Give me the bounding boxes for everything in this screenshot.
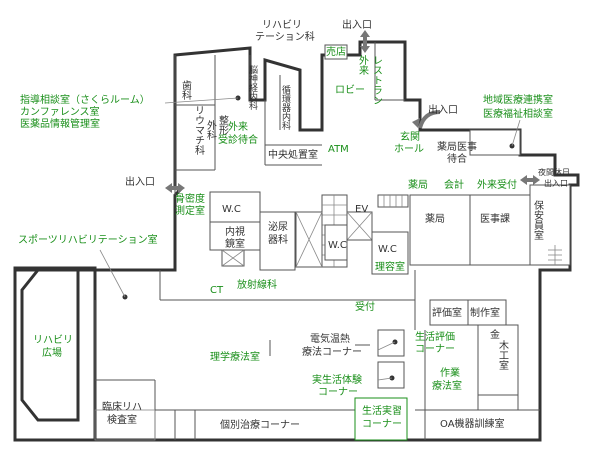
wc1-label: W.C	[222, 204, 241, 215]
neuro-label: 脳神経内科	[247, 64, 258, 111]
welfare-label: 医療福祉相談室	[483, 107, 553, 120]
production-label: 制作室	[470, 306, 500, 319]
medical-wait-label-1: 薬局医事	[437, 140, 477, 153]
top-entrance-label: 出入口	[342, 18, 372, 31]
daily-eval-label-1: 生活評価	[415, 330, 455, 343]
drug-info-label: 医薬品情報管理室	[20, 117, 100, 130]
outpatient-label: 外来	[357, 55, 369, 76]
outpatient-reception-label: 外来受付	[477, 178, 517, 191]
wc2-room	[324, 224, 348, 261]
ortho-label-2: 外科	[205, 120, 217, 141]
rehab-plaza-shape	[20, 268, 80, 422]
conference-label: カンファレンス室	[20, 105, 100, 118]
individual-label: 個別治療コーナー	[220, 418, 300, 431]
cross-line	[346, 211, 373, 241]
metal-label: 金	[490, 328, 500, 341]
atm-label: ATM	[328, 144, 349, 155]
carpentry-label: 木工室	[497, 340, 509, 370]
leader-lines	[99, 97, 521, 381]
ct-label: CT	[210, 285, 224, 296]
ortho-label-3: リウマチ科	[193, 105, 205, 156]
regional-room	[469, 129, 521, 156]
rehab-dept-label-2: テーション科	[255, 30, 315, 43]
rehab-plaza-label-2: 広場	[42, 346, 62, 359]
pharmacy-top-label: 薬局	[408, 179, 428, 191]
individual-booths	[155, 409, 355, 440]
experience-label-1: 実生活体験	[312, 373, 362, 386]
endoscopy-label-1: 内視	[225, 225, 245, 238]
sports-rehab-label: スポーツリハビリテーション室	[18, 233, 158, 246]
cashier-label: 会計	[444, 178, 464, 191]
endoscopy-label-2: 鏡室	[225, 237, 245, 250]
left-entrance-label: 出入口	[125, 175, 155, 188]
rehab-dept-label-1: リハビリ	[262, 19, 302, 31]
occupational-label-1: 作業	[440, 366, 460, 379]
right-entrance-arrow	[412, 110, 441, 129]
medical-wait-label-2: 待合	[447, 152, 467, 165]
carpentry-room	[477, 324, 519, 396]
reception-label: 受付	[355, 300, 375, 313]
evaluation-room	[429, 299, 469, 326]
security-label: 保安員室	[532, 199, 544, 240]
pharmacy-label: 薬局	[425, 213, 445, 225]
daily-practice-label-1: 生活実習	[362, 404, 402, 417]
central-treatment-label: 中央処置室	[268, 148, 318, 161]
circ-label: 循環器内科	[280, 84, 291, 131]
daily-practice-label-2: コーナー	[362, 418, 402, 430]
clinical-exam-label-2: 検査室	[107, 413, 137, 426]
entrance-hall-label-1: 玄関	[400, 130, 420, 143]
clinical-exam-label-1: 臨床リハ	[102, 400, 142, 413]
wc3-room	[371, 231, 409, 275]
medical-affairs-label: 医事課	[480, 212, 510, 225]
night-entrance-arrow	[520, 175, 540, 185]
daily-eval-label-2: コーナー	[415, 343, 455, 355]
ev-label: EV	[355, 204, 368, 215]
experience-box	[377, 361, 405, 389]
daily-eval-box	[377, 329, 405, 357]
security-room	[529, 184, 571, 266]
restaurant-label: レストラン	[371, 55, 382, 105]
top-stairs	[377, 194, 409, 208]
right-entrance-label: 出入口	[428, 103, 458, 116]
beauty-label: 理容室	[375, 260, 405, 273]
cross-line	[221, 249, 245, 267]
evaluation-label: 評価室	[432, 306, 462, 319]
daily-practice-room	[354, 397, 408, 441]
regional-label: 地域医療連携室	[483, 93, 553, 106]
experience-label-2: コーナー	[318, 386, 358, 398]
lobby-label: ロビー	[335, 84, 365, 96]
bone-density-label-1: 骨密度	[175, 192, 205, 205]
urology-label-1: 泌尿	[268, 220, 288, 233]
clinical-exam-room	[94, 409, 156, 441]
shop-box	[324, 44, 348, 60]
shop-label: 売店	[326, 45, 346, 58]
wc2-label: W.C	[328, 240, 347, 251]
wc3-label: W.C	[378, 244, 397, 255]
urology-label-2: 器科	[268, 233, 288, 246]
physio-label: 理学療法室	[210, 350, 260, 363]
occupational-label-2: 療法室	[432, 379, 462, 392]
cross-line	[295, 211, 323, 268]
electro-label-1: 電気温熱	[310, 332, 350, 345]
guidance-label: 指導相談室（さくらルーム）	[20, 93, 150, 106]
oa-training-label: OA機器訓練室	[440, 417, 505, 430]
endoscopy-room	[209, 221, 261, 251]
security-stairs	[548, 245, 562, 265]
ortho-label-1: 整形	[217, 114, 229, 136]
rehab-plaza-label-1: リハビリ	[33, 334, 73, 346]
night-entry-label-2: 出入口	[544, 178, 568, 188]
bone-density-label-2: 測定室	[175, 204, 205, 217]
night-entry-label-1: 夜間休日	[538, 167, 570, 177]
left-entrance-arrow	[165, 183, 185, 193]
top-entrance-arrow	[360, 30, 370, 53]
dental-label: 歯科	[180, 79, 192, 101]
urology-room	[259, 211, 296, 271]
oa-desk	[477, 394, 519, 411]
outpatient-wait-label-1: 外来	[228, 121, 248, 133]
entrance-hall-label-2: ホール	[394, 143, 424, 155]
outpatient-wait-label-2: 受診待合	[218, 133, 258, 146]
radiology-label: 放射線科	[237, 278, 277, 291]
electro-label-2: 療法コーナー	[302, 345, 362, 358]
